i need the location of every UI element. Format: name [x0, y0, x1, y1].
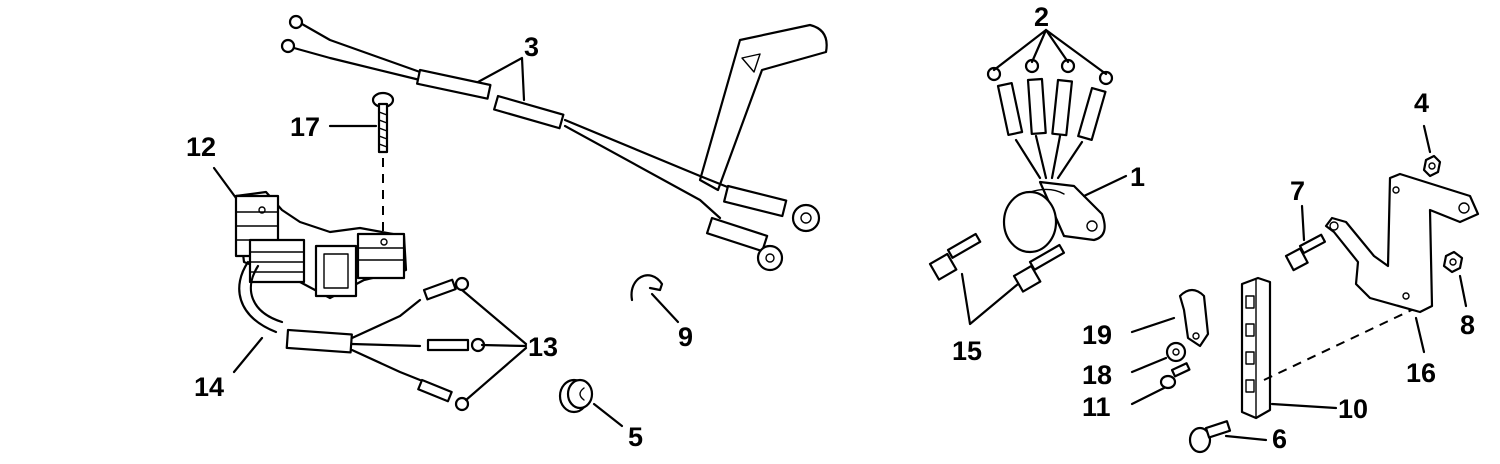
callout-2: 2 — [1034, 2, 1049, 32]
callout-7: 7 — [1290, 176, 1305, 206]
cable-bend-b — [249, 264, 284, 324]
callout-10: 10 — [1338, 394, 1368, 424]
solenoid-body — [1002, 190, 1058, 254]
lead-2 — [350, 342, 422, 348]
callout-15: 15 — [952, 336, 982, 366]
grommet-part-5 — [558, 378, 594, 414]
clip-part-9 — [630, 274, 664, 302]
lead-1-sleeve — [422, 278, 457, 301]
leads-part-2 — [986, 58, 1114, 180]
washer-part-18 — [1165, 341, 1187, 363]
callout-19: 19 — [1082, 320, 1112, 350]
callout-9: 9 — [678, 322, 693, 352]
coil-center-left — [248, 238, 306, 284]
callout-5: 5 — [628, 422, 643, 452]
wire-sleeve-3 — [723, 184, 788, 218]
callout-18: 18 — [1082, 360, 1112, 390]
cable-sleeve — [285, 328, 353, 354]
wire-sleeve-2 — [493, 94, 565, 130]
bracket-arrow-mark — [741, 53, 761, 73]
wire-to-eye-1 — [563, 118, 742, 194]
block-mount-axis — [1263, 305, 1421, 381]
callout-6: 6 — [1272, 424, 1287, 454]
bolts-part-15 — [928, 232, 1066, 293]
screw-part-11 — [1159, 362, 1191, 390]
nut-part-4 — [1422, 154, 1442, 178]
terminal-block-part-10 — [1240, 276, 1421, 420]
wire-sleeve-1 — [415, 68, 492, 100]
lead-3 — [350, 348, 422, 382]
callout-11: 11 — [1082, 392, 1111, 422]
lead-2-sleeve — [426, 338, 470, 352]
callout-13: 13 — [528, 332, 558, 362]
harness-bracket — [698, 23, 828, 192]
wire-upper — [300, 22, 422, 74]
screw-part-6 — [1188, 420, 1232, 454]
stator-cable-part-14 — [238, 260, 486, 412]
bracket-part-16 — [1324, 172, 1480, 314]
lead-3-sleeve — [417, 378, 453, 403]
wire-to-eye-2 — [563, 124, 722, 220]
ring-terminal-2 — [756, 244, 784, 272]
nut-part-8 — [1442, 250, 1464, 274]
callout-17: 17 — [290, 112, 320, 142]
cable-bend-a — [238, 260, 278, 334]
bolt-part-7 — [1284, 233, 1327, 272]
callout-labels: 1 2 3 4 5 6 7 8 9 10 11 12 13 14 15 16 1… — [186, 2, 1475, 454]
wire-lower — [292, 46, 422, 82]
lead-3-terminal — [454, 396, 470, 412]
callout-16: 16 — [1406, 358, 1436, 388]
screw-part-17 — [371, 91, 395, 238]
callout-8: 8 — [1460, 310, 1475, 340]
wire-sleeve-4 — [705, 216, 769, 253]
lead-1 — [350, 298, 422, 340]
callout-4: 4 — [1414, 88, 1429, 118]
terminal-top-2 — [280, 38, 296, 54]
lead-1-terminal — [454, 276, 470, 292]
stator-part-12 — [234, 190, 408, 300]
callout-1: 1 — [1130, 162, 1145, 192]
solenoid-flange — [1038, 180, 1106, 242]
terminal-top-1 — [288, 14, 304, 30]
callout-3: 3 — [524, 32, 539, 62]
callout-12: 12 — [186, 132, 216, 162]
callout-14: 14 — [194, 372, 224, 402]
solenoid-part-1 — [1002, 180, 1106, 254]
clamp-part-19 — [1178, 288, 1210, 348]
ring-terminal-1 — [791, 203, 821, 233]
wire-harness-part-3 — [280, 14, 828, 272]
leader-lines — [212, 28, 1468, 442]
